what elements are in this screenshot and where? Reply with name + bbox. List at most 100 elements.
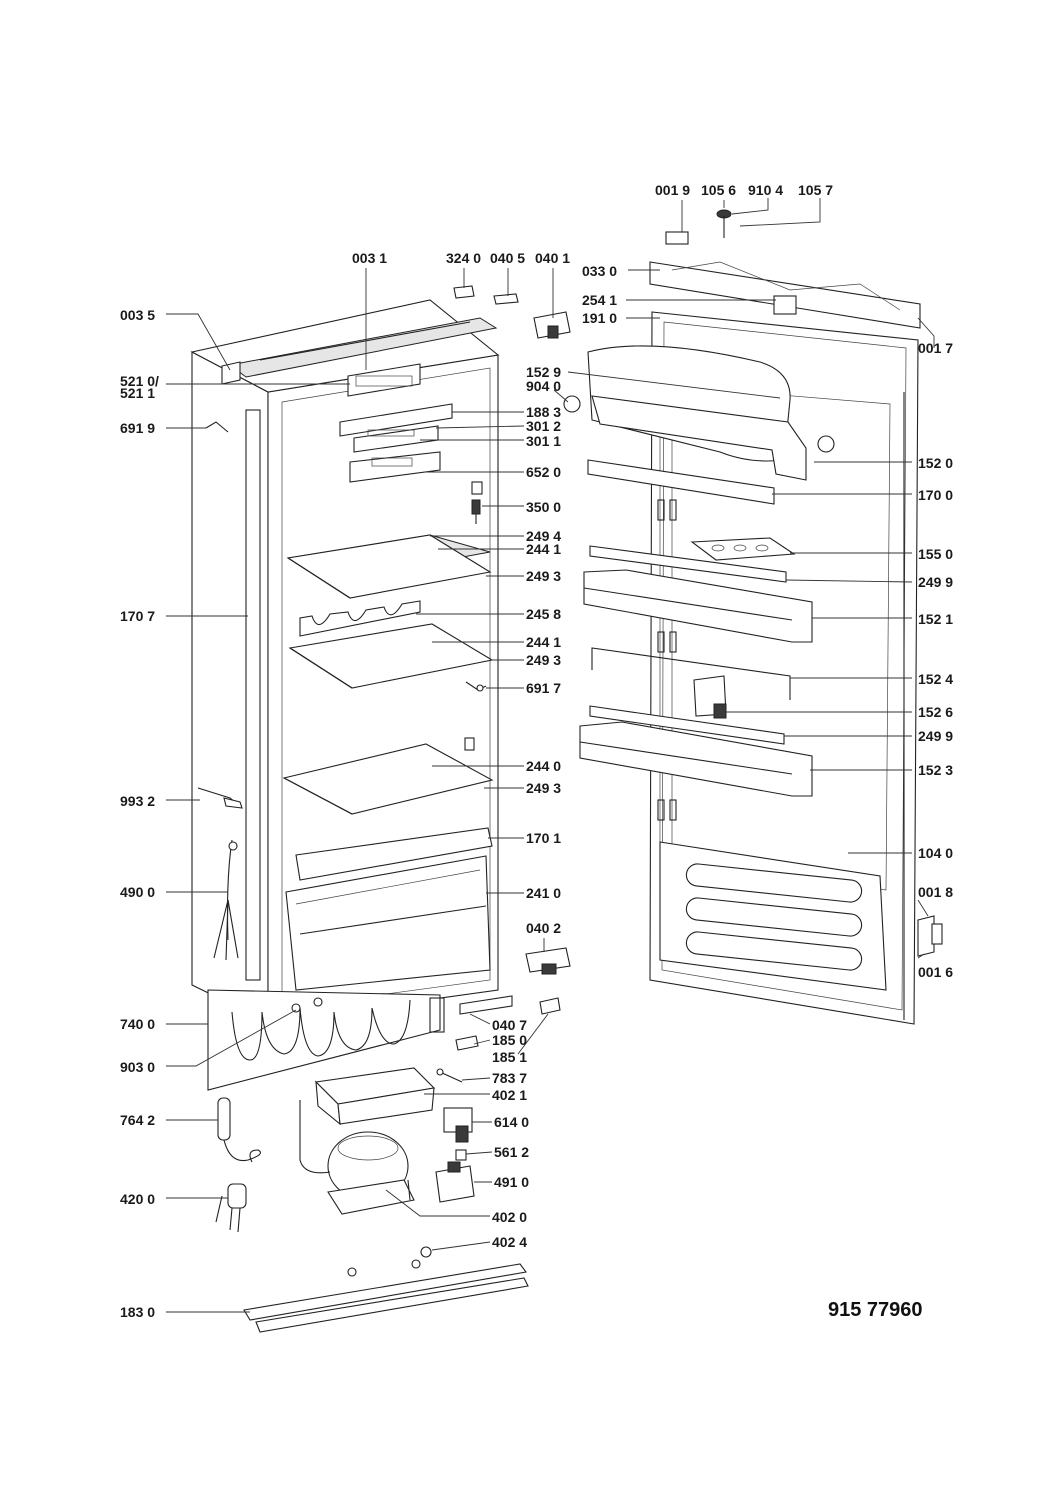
label-152-1: 152 1 (918, 611, 953, 627)
label-170-7: 170 7 (120, 608, 155, 624)
crisper-cover (295, 827, 493, 881)
leader-lines (166, 198, 935, 1313)
connector-561-2 (455, 1149, 467, 1161)
label-003-1: 003 1 (352, 250, 387, 266)
label-155-0: 155 0 (918, 546, 953, 562)
label-249-9a: 249 9 (918, 574, 953, 590)
label-350-0: 350 0 (526, 499, 561, 515)
label-254-1: 254 1 (582, 292, 617, 308)
label-521-1: 521 1 (120, 385, 155, 401)
clip-691-7 (465, 681, 487, 692)
label-691-9: 691 9 (120, 420, 155, 436)
plate-040-5 (493, 293, 519, 305)
label-910-4: 910 4 (748, 182, 783, 198)
label-490-0: 490 0 (120, 884, 155, 900)
label-040-7: 040 7 (492, 1017, 527, 1033)
label-033-0: 033 0 (582, 263, 617, 279)
label-903-0: 903 0 (120, 1059, 155, 1075)
label-152-0: 152 0 (918, 455, 953, 471)
label-040-5: 040 5 (490, 250, 525, 266)
label-561-2: 561 2 (494, 1144, 529, 1160)
label-904-0: 904 0 (526, 378, 561, 394)
clip-185-1 (539, 997, 561, 1015)
label-691-7: 691 7 (526, 680, 561, 696)
label-001-6: 001 6 (918, 964, 953, 980)
label-001-9: 001 9 (655, 182, 690, 198)
shelf-2 (288, 600, 494, 689)
label-783-7: 783 7 (492, 1070, 527, 1086)
dairy-compartment (587, 345, 835, 481)
label-001-7: 001 7 (918, 340, 953, 356)
holder-152-6 (693, 675, 727, 719)
cap-001-9 (665, 231, 689, 245)
door-shelf-152-1 (583, 569, 813, 643)
pin-783-7 (436, 1068, 463, 1083)
label-652-0: 652 0 (526, 464, 561, 480)
label-170-1: 170 1 (526, 830, 561, 846)
hinge-040-2 (525, 947, 571, 975)
label-740-0: 740 0 (120, 1016, 155, 1032)
label-170-0: 170 0 (918, 487, 953, 503)
part-labels: 001 9 105 6 910 4 105 7 003 1 324 0 040 … (120, 182, 953, 1321)
hinge-001-8 (917, 915, 943, 957)
label-249-3b: 249 3 (526, 652, 561, 668)
shelf-3 (282, 743, 494, 815)
cable-490-0 (213, 839, 239, 961)
label-152-6: 152 6 (918, 704, 953, 720)
label-301-2: 301 2 (526, 418, 561, 434)
sensor-993-2 (197, 787, 243, 809)
condenser (207, 989, 445, 1091)
label-001-8: 001 8 (918, 884, 953, 900)
egg-tray (690, 537, 796, 561)
label-420-0: 420 0 (120, 1191, 155, 1207)
label-244-1a: 244 1 (526, 541, 561, 557)
label-104-0: 104 0 (918, 845, 953, 861)
label-324-0: 324 0 (446, 250, 481, 266)
label-241-0: 241 0 (526, 885, 561, 901)
bracket-254-1 (773, 295, 797, 315)
label-402-1: 402 1 (492, 1087, 527, 1103)
label-993-2: 993 2 (120, 793, 155, 809)
screw-105-6 (716, 209, 732, 238)
label-301-1: 301 1 (526, 433, 561, 449)
label-402-4: 402 4 (492, 1234, 527, 1250)
label-152-9: 152 9 (526, 364, 561, 380)
label-003-5: 003 5 (120, 307, 155, 323)
label-191-0: 191 0 (582, 310, 617, 326)
label-249-9b: 249 9 (918, 728, 953, 744)
label-614-0: 614 0 (494, 1114, 529, 1130)
label-249-4: 249 4 (526, 528, 561, 544)
control-modules (339, 403, 453, 483)
shelf-1 (286, 534, 492, 599)
label-244-1b: 244 1 (526, 634, 561, 650)
label-040-2: 040 2 (526, 920, 561, 936)
model-number: 915 77960 (828, 1299, 923, 1321)
label-040-1: 040 1 (535, 250, 570, 266)
compressor (299, 1100, 415, 1215)
label-249-3a: 249 3 (526, 568, 561, 584)
relay-614-0 (443, 1107, 473, 1143)
guard-249-9b (589, 705, 785, 745)
label-402-0: 402 0 (492, 1209, 527, 1225)
label-183-0: 183 0 (120, 1304, 155, 1320)
drip-tray (314, 1067, 436, 1126)
plate-324-0 (453, 285, 475, 299)
lamp-350-0 (471, 481, 483, 524)
door-hinge-plate (649, 261, 921, 329)
label-188-3: 188 3 (526, 404, 561, 420)
guard-249-9a (589, 545, 787, 583)
label-764-2: 764 2 (120, 1112, 155, 1128)
filter-764-2 (217, 1097, 261, 1163)
label-105-6: 105 6 (701, 182, 736, 198)
fan-904-0 (563, 395, 581, 413)
base-rails (243, 1246, 529, 1333)
hinge-040-1 (533, 311, 571, 339)
crisper-drawer (285, 855, 491, 991)
label-185-0: 185 0 (492, 1032, 527, 1048)
clip-185-0 (455, 1035, 479, 1051)
label-152-3: 152 3 (918, 762, 953, 778)
label-249-3c: 249 3 (526, 780, 561, 796)
label-105-7: 105 7 (798, 182, 833, 198)
label-491-0: 491 0 (494, 1174, 529, 1190)
